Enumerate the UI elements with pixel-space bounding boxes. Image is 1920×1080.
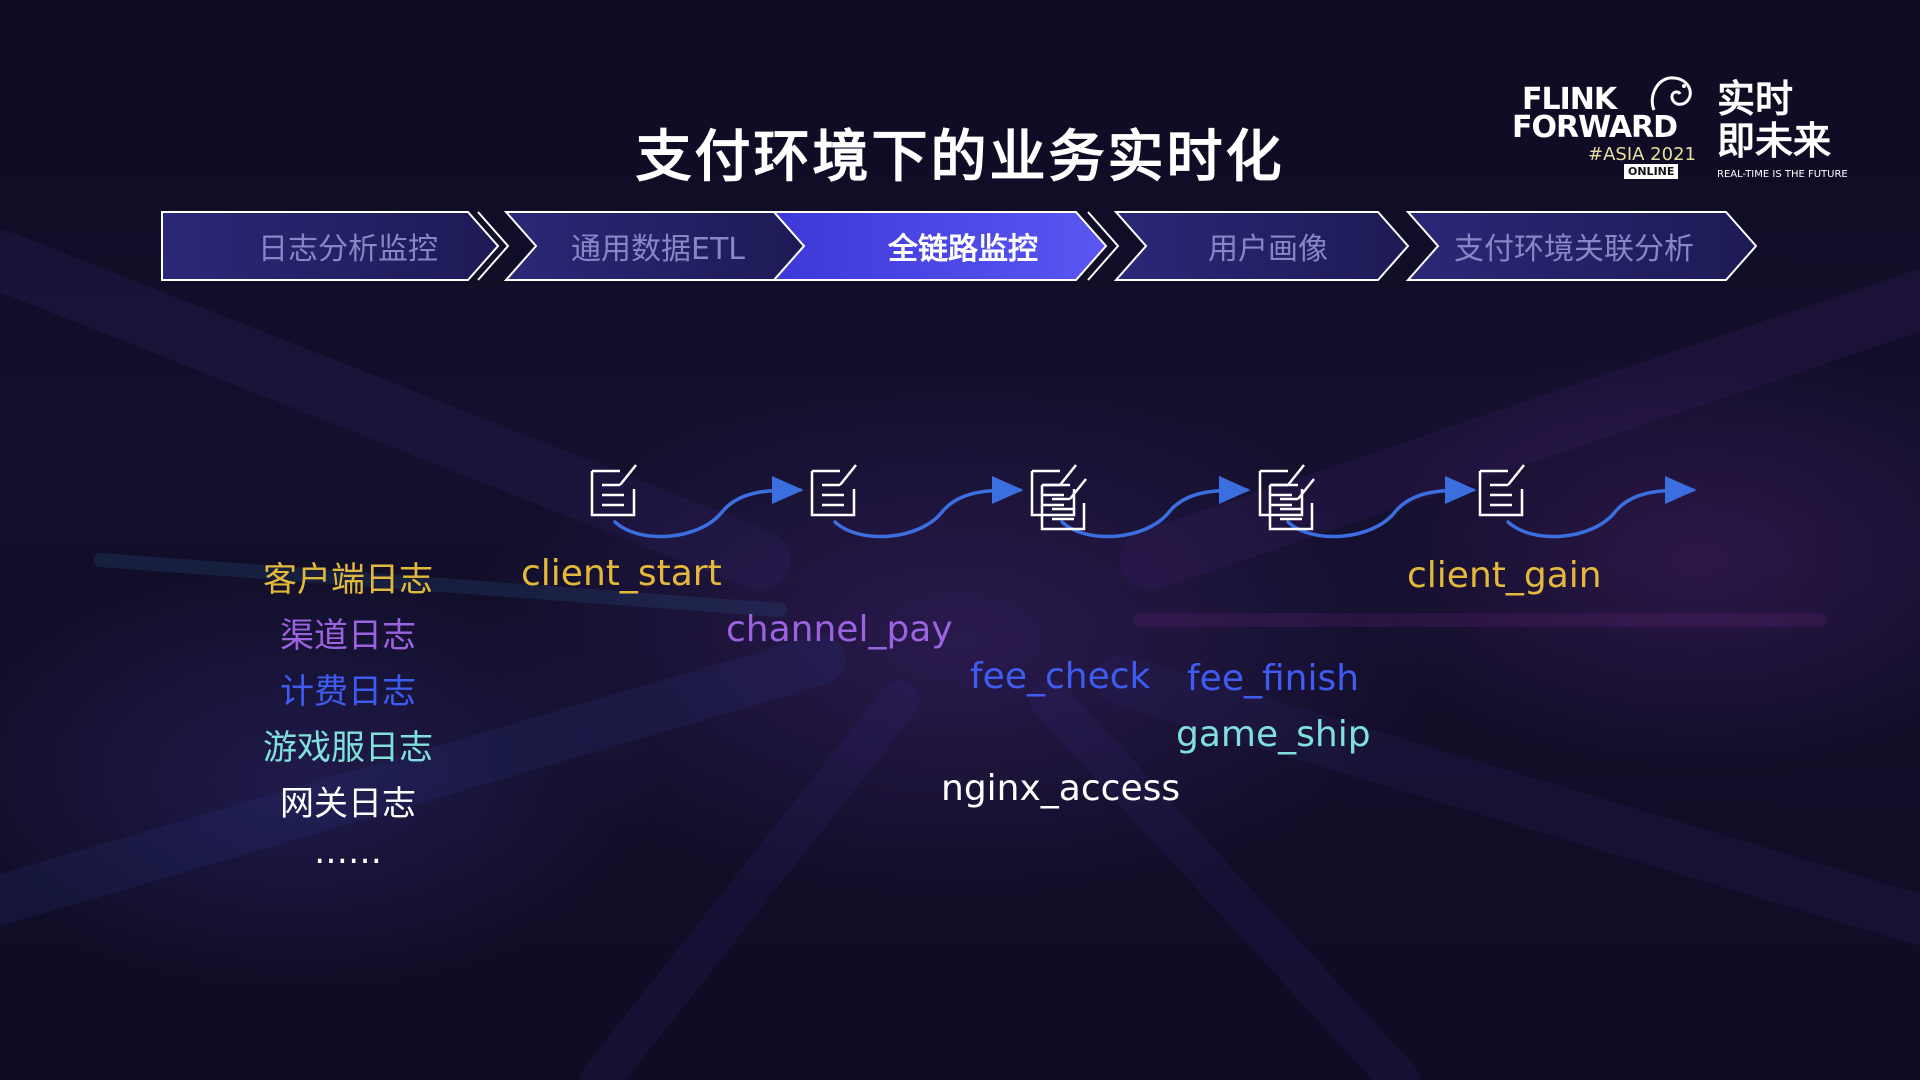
nav-step-3[interactable] (771, 211, 1108, 281)
logo-edition: #ASIA 2021 (1588, 144, 1696, 165)
event-fee-finish: fee_finish (1187, 658, 1360, 699)
nav-step-1[interactable] (161, 211, 500, 281)
nav-step-5[interactable] (1405, 211, 1758, 281)
event-fee-check: fee_check (970, 656, 1151, 697)
event-channel-pay: channel_pay (726, 609, 953, 650)
log-source-gateway: 网关日志 (280, 784, 416, 824)
event-nginx-access: nginx_access (941, 768, 1181, 809)
log-source-more: …… (314, 832, 382, 872)
chevron-divider (477, 211, 510, 281)
document-edit-icon (810, 463, 858, 517)
event-client-start: client_start (521, 553, 722, 594)
chevron-divider (1087, 211, 1120, 281)
nav-step-5-label[interactable]: 支付环境关联分析 (1454, 232, 1694, 267)
nav-step-2-label[interactable]: 通用数据ETL (571, 232, 745, 267)
log-source-channel: 渠道日志 (280, 616, 416, 656)
flow-connector (613, 476, 804, 539)
process-nav (161, 211, 1758, 281)
logo-online-badge: ONLINE (1624, 164, 1679, 179)
flow-connector (1286, 476, 1477, 539)
nav-step-4-label[interactable]: 用户画像 (1208, 232, 1328, 267)
nav-step-3-label[interactable]: 全链路监控 (888, 232, 1038, 267)
nav-step-4[interactable] (1113, 211, 1410, 281)
event-game-ship: game_ship (1176, 714, 1371, 755)
log-source-gameserver: 游戏服日志 (263, 728, 433, 768)
arrow-right-icon (1506, 476, 1697, 539)
flow-connector (1060, 476, 1251, 539)
page-title: 支付环境下的业务实时化 (635, 125, 1285, 190)
flow-connector (833, 476, 1024, 539)
logo-slogan-en: REAL-TIME IS THE FUTURE (1717, 169, 1848, 180)
document-edit-icon (590, 463, 638, 517)
logo-forward-text: FORWARD (1512, 110, 1678, 145)
document-stack-icon (1030, 463, 1088, 531)
logo-flink-text: FLINK (1522, 82, 1617, 117)
flink-forward-logo: FLINK FORWARD #ASIA 2021 ONLINE 实时 即未来 R… (1512, 66, 1848, 186)
document-edit-icon (1478, 463, 1526, 517)
logo-slogan-cn-1: 实时 (1717, 77, 1794, 121)
document-stack-icon (1258, 463, 1316, 531)
event-client-gain: client_gain (1407, 555, 1602, 596)
nav-step-1-label[interactable]: 日志分析监控 (258, 232, 438, 267)
log-source-fee: 计费日志 (280, 672, 416, 712)
log-source-client: 客户端日志 (263, 560, 433, 600)
logo-slogan-cn-2: 即未来 (1717, 119, 1832, 163)
squirrel-icon (1650, 76, 1692, 111)
